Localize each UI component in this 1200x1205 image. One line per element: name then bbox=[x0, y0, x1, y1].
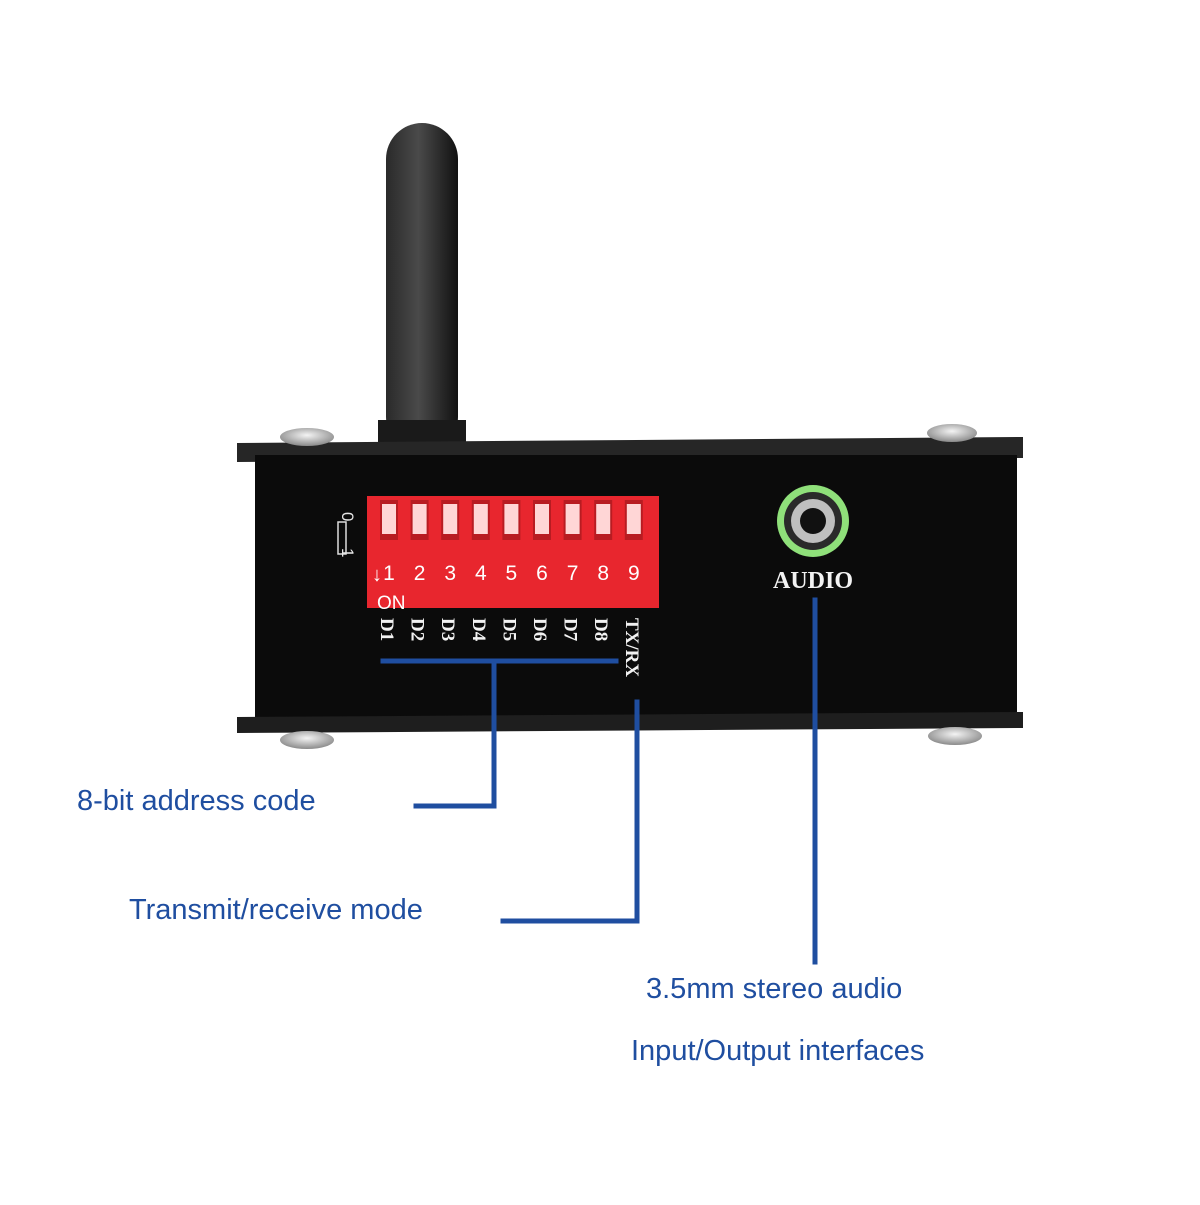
audio-jack bbox=[777, 485, 849, 557]
screw-top-right bbox=[927, 424, 977, 442]
bit-label-d8: D8 bbox=[590, 618, 611, 641]
audio-label: AUDIO bbox=[773, 568, 853, 594]
dip-number-6: 6 bbox=[536, 562, 548, 585]
dip-number-5: 5 bbox=[506, 562, 518, 585]
bit-label-d2: D2 bbox=[407, 618, 428, 641]
dip-lever-6[interactable] bbox=[535, 504, 549, 534]
mode-callout-line bbox=[500, 699, 640, 924]
switch-legend: 0 1 bbox=[337, 512, 357, 557]
screw-bottom-right bbox=[928, 727, 982, 745]
address-annotation: 8-bit address code bbox=[77, 785, 316, 817]
bottom-plate bbox=[237, 712, 1023, 749]
antenna bbox=[378, 123, 466, 458]
mode-annotation: Transmit/receive mode bbox=[129, 894, 423, 926]
audio-annotation-line1: 3.5mm stereo audio bbox=[646, 973, 903, 1005]
dip-lever-1[interactable] bbox=[382, 504, 396, 534]
bit-label-d3: D3 bbox=[437, 618, 458, 641]
address-callout-line bbox=[413, 658, 497, 809]
dip-number-3: 3 bbox=[444, 562, 456, 585]
dip-number-7: 7 bbox=[567, 562, 579, 585]
screw-top-left bbox=[280, 428, 334, 446]
dip-arrow-icon: ↓ bbox=[372, 564, 382, 586]
legend-zero: 0 bbox=[338, 512, 357, 521]
dip-on-label: ON bbox=[377, 593, 406, 614]
dip-lever-4[interactable] bbox=[473, 504, 488, 534]
dip-lever-7[interactable] bbox=[565, 504, 580, 534]
bit-label-d5: D5 bbox=[498, 618, 519, 641]
bit-label-tx-rx: TX/RX bbox=[621, 618, 642, 677]
dip-number-9: 9 bbox=[628, 562, 640, 585]
dip-number-4: 4 bbox=[475, 562, 487, 585]
dip-lever-3[interactable] bbox=[443, 504, 458, 534]
dip-lever-9[interactable] bbox=[626, 504, 641, 534]
dip-lever-2[interactable] bbox=[412, 504, 427, 534]
dip-number-2: 2 bbox=[414, 562, 426, 585]
bit-label-d7: D7 bbox=[560, 618, 581, 642]
bit-label-d4: D4 bbox=[468, 618, 489, 642]
audio-annotation-line2: Input/Output interfaces bbox=[631, 1035, 925, 1067]
legend-one: 1 bbox=[338, 548, 357, 557]
screw-bottom-left bbox=[280, 731, 334, 749]
bit-label-d6: D6 bbox=[529, 618, 550, 641]
dip-number-8: 8 bbox=[597, 562, 609, 585]
bit-label-d1: D1 bbox=[376, 618, 397, 641]
dip-number-1: 1 bbox=[383, 562, 395, 585]
dip-lever-5[interactable] bbox=[504, 504, 519, 534]
dip-lever-8[interactable] bbox=[596, 504, 611, 534]
